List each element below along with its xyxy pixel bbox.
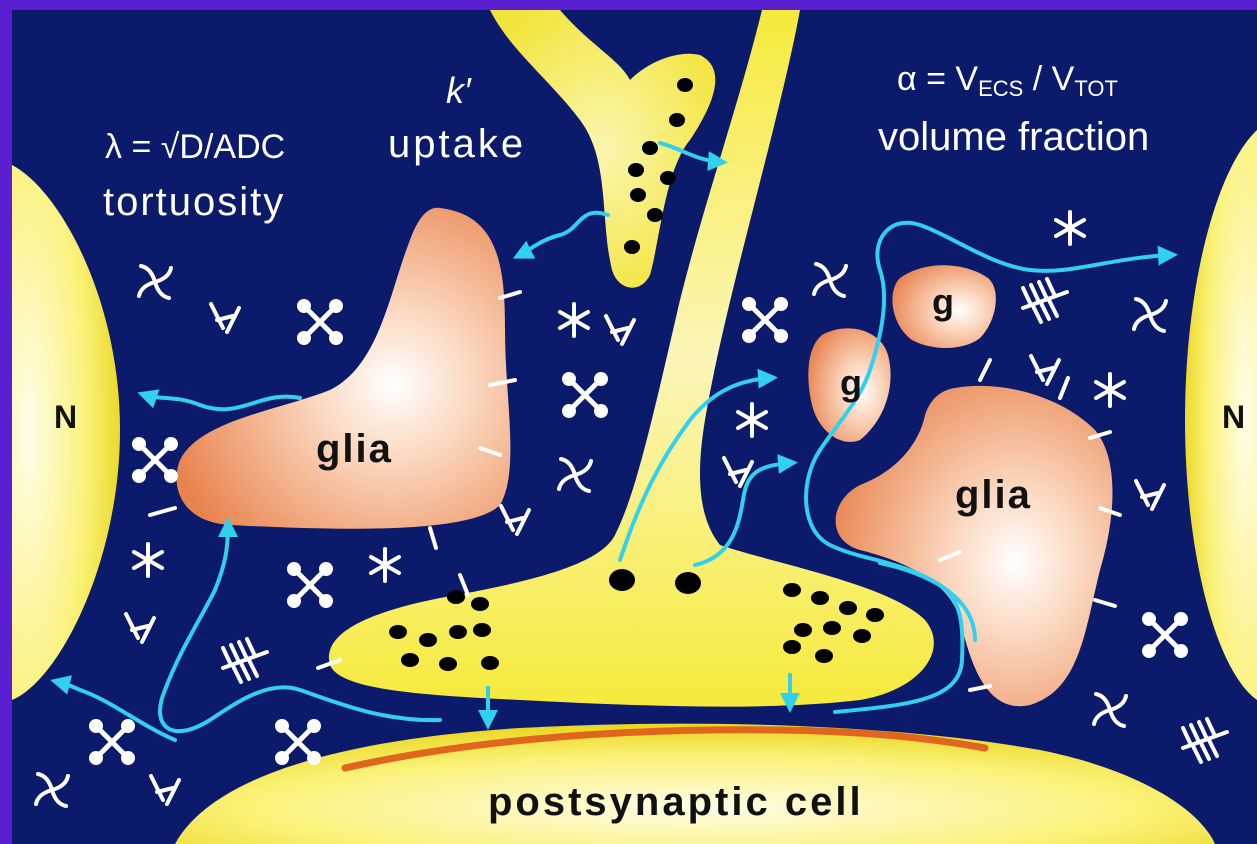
glia-left-label: glia xyxy=(316,427,393,471)
glia-right-label: glia xyxy=(955,473,1032,517)
volume-alpha: α = V xyxy=(897,60,978,98)
volume-sub-ecs: ECS xyxy=(978,76,1023,101)
glia-small-label-2: g xyxy=(840,362,862,403)
tortuosity-formula: λ = √D/ADC xyxy=(105,128,285,166)
tortuosity-label: tortuosity xyxy=(103,180,285,224)
tortuosity-sqrt: √D/ADC xyxy=(161,128,285,166)
uptake-label: uptake xyxy=(388,122,526,166)
volume-slash: / V xyxy=(1023,60,1074,98)
tortuosity-lambda: λ = xyxy=(105,128,161,166)
postsynaptic-label: postsynaptic cell xyxy=(488,780,864,824)
neuron-right-label: N xyxy=(1222,399,1245,435)
uptake-symbol: k′ xyxy=(446,70,472,111)
volume-fraction-label: volume fraction xyxy=(878,115,1149,159)
glia-small-label-1: g xyxy=(932,281,954,322)
neuron-left-label: N xyxy=(54,399,77,435)
volume-sub-tot: TOT xyxy=(1074,76,1118,101)
